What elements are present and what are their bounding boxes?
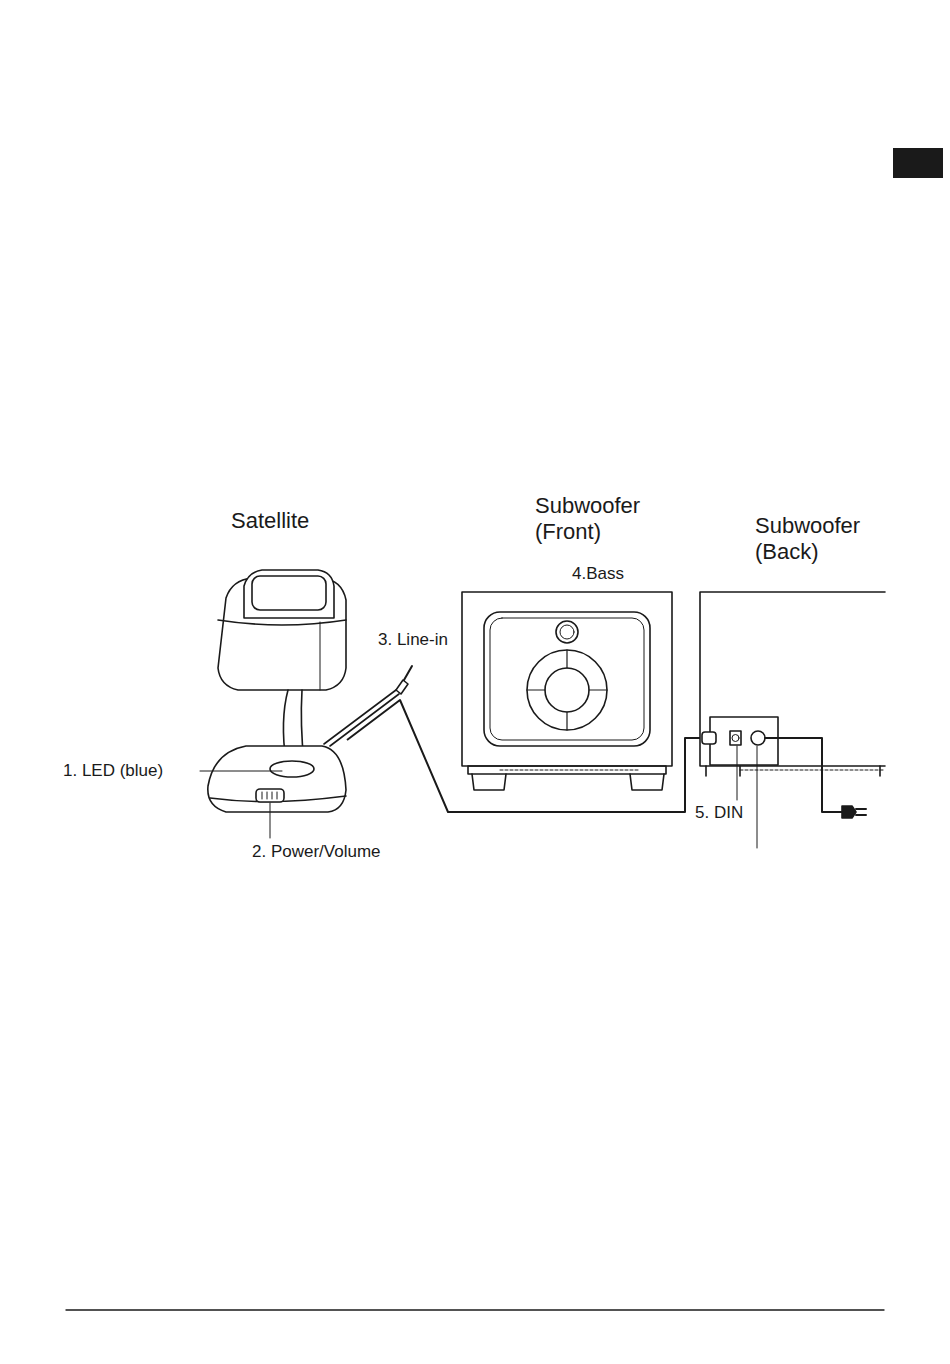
footer-rule bbox=[66, 1309, 884, 1310]
component-node: Satellite bbox=[205, 508, 347, 816]
subwoofer-front bbox=[462, 592, 672, 790]
callout-label: 1. LED (blue) bbox=[62, 761, 164, 781]
din-plug bbox=[702, 732, 716, 744]
leader-line bbox=[757, 746, 758, 848]
component-title: Subwoofer (Front) bbox=[535, 493, 660, 545]
power-cord bbox=[765, 738, 866, 818]
callout-label: 4.Bass bbox=[571, 564, 625, 584]
leader-line bbox=[200, 771, 282, 772]
din-cable bbox=[347, 700, 700, 812]
leader-line bbox=[737, 746, 738, 800]
component-title: Satellite bbox=[231, 508, 361, 534]
component-title: Subwoofer (Back) bbox=[755, 513, 880, 565]
callout-label: 2. Power/Volume bbox=[251, 842, 382, 862]
subwoofer-back bbox=[700, 592, 885, 776]
callout-label: 5. DIN bbox=[694, 803, 744, 823]
satellite-speaker bbox=[208, 570, 346, 812]
page-tab bbox=[893, 148, 943, 178]
component-node: Subwoofer (Front) bbox=[460, 493, 686, 793]
line-in-cable bbox=[324, 666, 412, 746]
leader-line bbox=[270, 803, 271, 838]
callout-label: 3. Line-in bbox=[377, 630, 449, 650]
component-node: Subwoofer (Back) bbox=[700, 513, 890, 775]
